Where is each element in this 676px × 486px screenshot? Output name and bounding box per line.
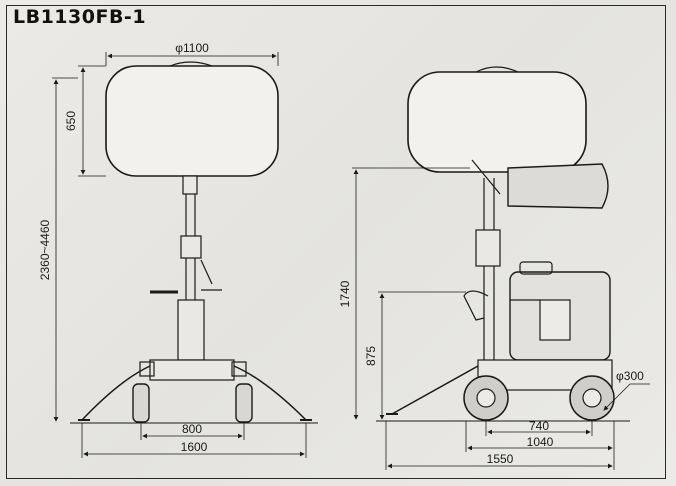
front-balloon <box>105 65 279 177</box>
dim-body-length: 1040 <box>527 435 554 449</box>
drawing-frame <box>6 5 666 479</box>
dim-wheelbase: 740 <box>529 419 549 433</box>
drawing-title: LB1130FB-1 <box>13 6 147 28</box>
dim-wheel-track: 800 <box>182 422 202 436</box>
front-mast <box>150 175 222 361</box>
side-generator <box>509 261 611 361</box>
front-view <box>52 52 318 458</box>
side-wheel-rear <box>569 375 615 421</box>
dim-wheel-diameter: φ300 <box>616 369 644 383</box>
front-wheel-left <box>132 383 150 423</box>
front-wheel-right <box>235 383 253 423</box>
dim-balloon-height: 650 <box>64 111 78 131</box>
side-lamp-head <box>507 163 609 209</box>
front-base <box>78 359 312 421</box>
dim-overall-length: 1550 <box>487 452 514 466</box>
side-view <box>352 66 650 470</box>
dim-handle-height: 875 <box>364 346 378 366</box>
side-wheel-front <box>463 375 509 421</box>
dim-balloon-diameter: φ1100 <box>175 41 209 55</box>
dim-outrigger-span: 1600 <box>181 440 208 454</box>
side-mast <box>463 159 501 360</box>
dim-height-to-balloon: 1740 <box>338 280 352 307</box>
side-balloon <box>407 71 587 173</box>
dim-total-height: 2360~4460 <box>38 219 52 280</box>
